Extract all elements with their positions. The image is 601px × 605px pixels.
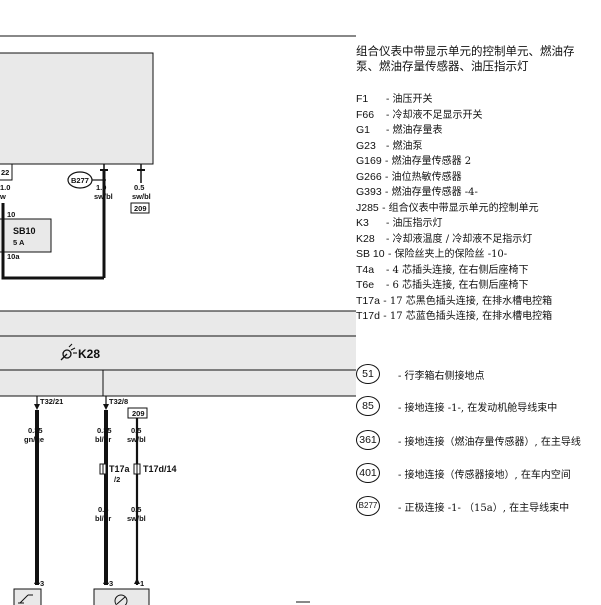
fuel-sensor-icon xyxy=(114,594,128,605)
wire-a-color: sw/bl xyxy=(94,192,113,201)
legend-item: K28- 冷却液温度 / 冷却液不足指示灯 xyxy=(356,232,533,245)
wire-d-size: 0.35 xyxy=(97,426,112,435)
legend-item: G23- 燃油泵 xyxy=(356,139,423,152)
wire-f-size: 0.5 xyxy=(98,505,108,514)
control-unit-j285 xyxy=(0,310,356,397)
fuse-out-label: 10a xyxy=(7,252,20,261)
legend-item: T4a- 4 芯插头连接, 在右侧后座椅下 xyxy=(356,263,529,276)
wiring-diagram: 22 1.0 w 10 SB10 5 A 10a B277 1.0 sw/bl … xyxy=(0,35,356,605)
legend-item: K3- 油压指示灯 xyxy=(356,217,443,229)
wire-a-size: 1.0 xyxy=(96,183,106,192)
legend-item: F66- 冷却液不足显示开关 xyxy=(356,108,483,121)
ref-209-lower-label: 209 xyxy=(132,409,145,418)
legend-items: F1- 油压开关 F66- 冷却液不足显示开关 G1- 燃油存量表 G23- 燃… xyxy=(356,92,601,325)
legend-item: G266 - 油位热敏传感器 xyxy=(356,170,462,183)
wire-f-color: bl/gr xyxy=(95,514,111,523)
upper-module-box xyxy=(0,52,154,165)
connector-t17a-pin: /2 xyxy=(114,475,120,484)
wire-g-size: 0.5 xyxy=(131,505,141,514)
left-wire-color: w xyxy=(0,192,6,201)
switch-icon xyxy=(18,594,33,604)
bottom-pin-b: 3 xyxy=(109,579,113,588)
b277-label: B277 xyxy=(71,176,89,185)
connector-t17d-icon xyxy=(133,463,141,475)
ground-point-b277: B277 - 正极连接 -1- （15a）, 在主导线束中 xyxy=(356,496,601,516)
fuse-sb10-box xyxy=(0,218,52,253)
bottom-pin-c: 1 xyxy=(140,579,144,588)
upper-module-strip xyxy=(0,163,13,181)
left-clip-number: 22 xyxy=(1,168,9,177)
ground-point-51: 51 - 行李箱右侧接地点 xyxy=(356,364,601,384)
wire-e-color: sw/bl xyxy=(127,435,146,444)
pin-t32-8: T32/8 xyxy=(109,397,128,406)
wire-c-color: gn/ge xyxy=(24,435,44,444)
legend-panel: 组合仪表中带显示单元的控制单元、燃油存 泵、燃油存量传感器、油压指示灯 F1- … xyxy=(356,44,601,325)
legend-item: G169 - 燃油存量传感器 2 xyxy=(356,155,472,167)
oil-pressure-switch-box xyxy=(13,588,42,605)
k28-warning-icon xyxy=(60,343,77,361)
legend-item: T17a - 17 芯黑色插头连接, 在排水槽电控箱 xyxy=(356,294,553,307)
wire-d-color: bl/gr xyxy=(95,435,111,444)
wire-g-color: sw/bl xyxy=(127,514,146,523)
bus-wire xyxy=(1,275,104,280)
legend-item: G1- 燃油存量表 xyxy=(356,124,443,136)
fuse-in-label: 10 xyxy=(7,210,15,219)
fuse-name: SB10 xyxy=(13,226,36,236)
wire-b-size: 0.5 xyxy=(134,183,144,192)
connector-t17a-label: T17a xyxy=(109,464,131,474)
ref-209-label: 209 xyxy=(134,204,147,213)
connector-t17a-icon xyxy=(99,463,107,475)
legend-item: T17d - 17 芯蓝色插头连接, 在排水槽电控箱 xyxy=(356,310,553,322)
connector-t17d-label: T17d/14 xyxy=(143,464,177,474)
wire-e-size: 0.5 xyxy=(131,426,141,435)
legend-item: SB 10 - 保险丝夹上的保险丝 -10- xyxy=(356,248,508,260)
legend-item: G393 - 燃油存量传感器 -4- xyxy=(356,186,478,198)
legend-item: T6e- 6 芯插头连接, 在右侧后座椅下 xyxy=(356,279,529,291)
fuel-sensor-box xyxy=(93,588,150,605)
fuse-rating: 5 A xyxy=(13,238,25,247)
ref-box-209 xyxy=(130,202,150,214)
legend-title-line2: 泵、燃油存量传感器、油压指示灯 xyxy=(356,59,529,73)
legend-item: F1- 油压开关 xyxy=(356,93,433,105)
pin-t32-21: T32/21 xyxy=(40,397,63,406)
ground-point-401: 401 - 接地连接（传感器接地）, 在车内空间 xyxy=(356,463,601,483)
k28-label: K28 xyxy=(78,347,100,361)
legend-item: J285 - 组合仪表中带显示单元的控制单元 xyxy=(356,201,539,214)
wire-c-size: 0.35 xyxy=(28,426,43,435)
bottom-pin-a: 3 xyxy=(40,579,44,588)
ground-point-85: 85 - 接地连接 -1-, 在发动机舱导线束中 xyxy=(356,396,601,416)
wire-b-color: sw/bl xyxy=(132,192,151,201)
ground-point-361: 361 - 接地连接（燃油存量传感器）, 在主导线 xyxy=(356,430,601,450)
left-wire-size: 1.0 xyxy=(0,183,10,192)
legend-title-line1: 组合仪表中带显示单元的控制单元、燃油存 xyxy=(356,44,575,58)
